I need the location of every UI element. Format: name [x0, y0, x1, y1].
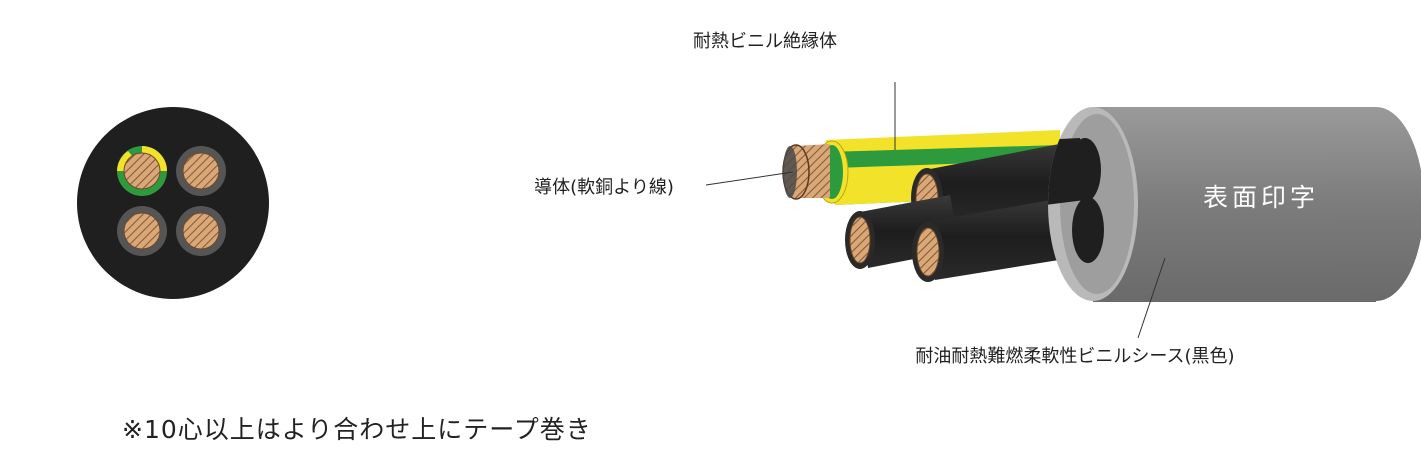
sheath-label: 耐油耐熱難燃柔軟性ビニルシース(黒色)	[915, 346, 1234, 367]
sheath-leader	[1137, 257, 1166, 339]
cross-section	[77, 107, 269, 299]
sheath-cross-section	[77, 107, 269, 299]
conductor-leader	[705, 171, 794, 186]
outer-sheath: 表面印字	[1048, 107, 1421, 302]
cable-side-view: 表面印字	[782, 107, 1421, 302]
leader-lines	[705, 82, 1166, 339]
core-top-right	[176, 146, 226, 196]
conductor-side	[782, 144, 830, 200]
insulation-label: 耐熱ビニル絶縁体	[693, 31, 837, 52]
note-text: ※10心以上はより合わせ上にテープ巻き	[122, 415, 592, 444]
core-bottom-left	[117, 206, 167, 256]
conductor-label: 導体(軟銅より線)	[534, 177, 674, 198]
core-green-yellow	[117, 146, 167, 196]
core-bottom-right	[176, 206, 226, 256]
surface-print-label: 表面印字	[1203, 183, 1319, 212]
